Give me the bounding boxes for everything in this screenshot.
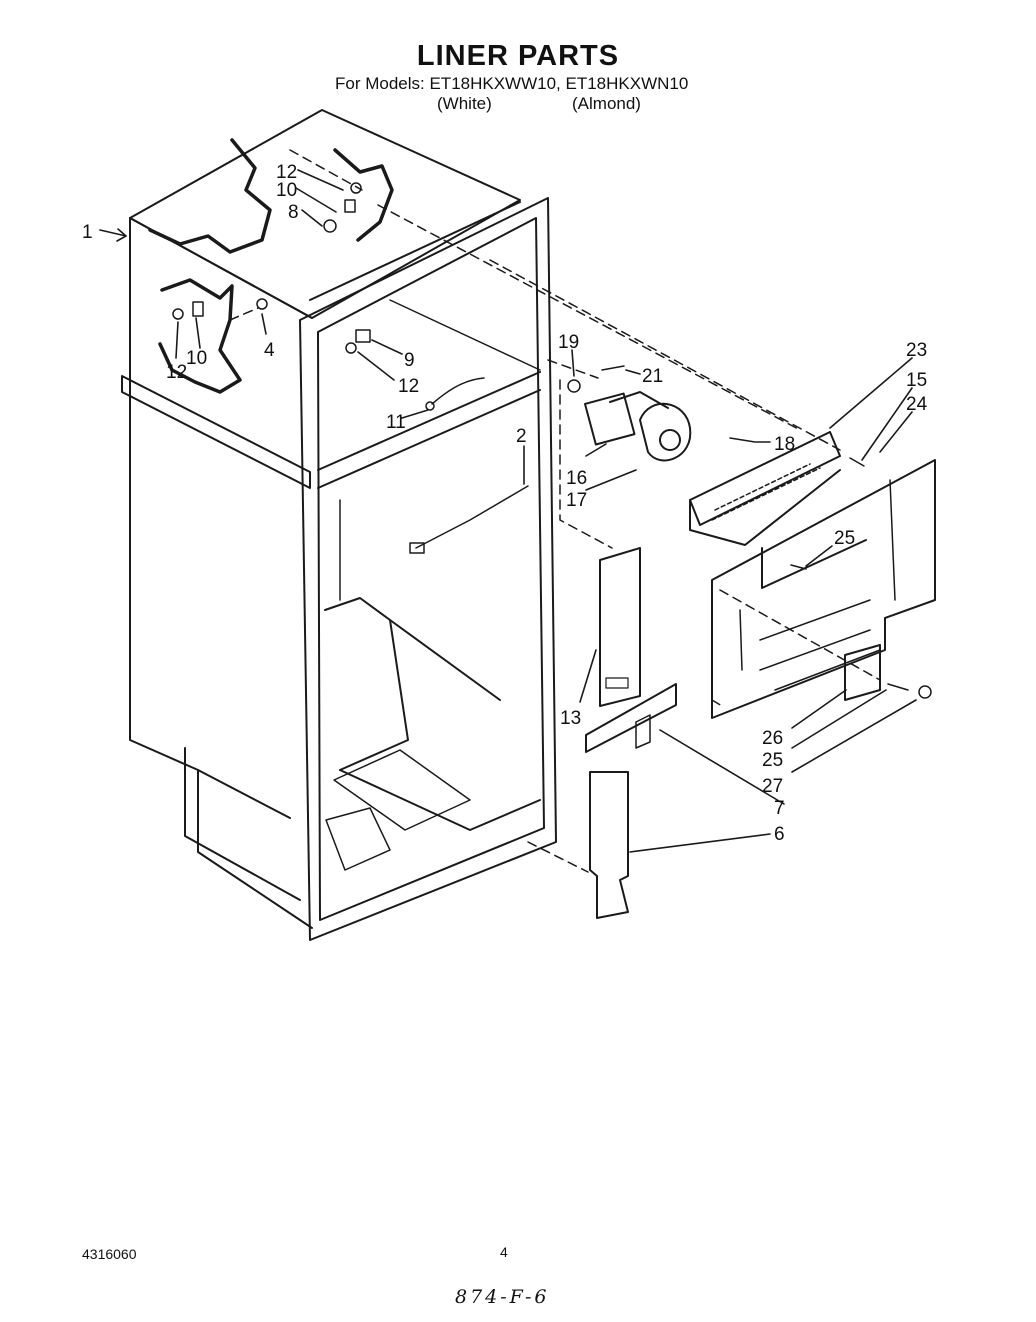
harness-2 — [415, 485, 529, 549]
screw-15 — [849, 457, 865, 467]
fan-motor-assembly — [583, 391, 692, 462]
clip-12-top — [350, 182, 362, 194]
panel-6 — [589, 771, 629, 919]
callout-2: 2 — [516, 426, 527, 447]
callout-25-lower: 25 — [762, 750, 783, 771]
liner-cabinet — [121, 109, 557, 941]
callout-12-left: 12 — [166, 362, 187, 383]
dashed-leaders — [229, 149, 881, 873]
callout-18: 18 — [774, 434, 795, 455]
cover-plate-26 — [844, 644, 881, 701]
duct-grille-23 — [689, 431, 841, 546]
callout-25-upper: 25 — [834, 528, 855, 549]
callout-15: 15 — [906, 370, 927, 391]
insulation-panels — [585, 547, 677, 919]
clip-10-top — [344, 199, 356, 213]
handwritten-note: 874-F-6 — [455, 1286, 550, 1308]
harness-11 — [431, 377, 485, 405]
fan-bracket-16 — [583, 392, 636, 446]
callout-1: 1 — [82, 222, 93, 243]
callout-8: 8 — [288, 202, 299, 223]
page-title: LINER PARTS — [416, 40, 620, 72]
evaporator-cover-24 — [711, 459, 936, 719]
callout-16: 16 — [566, 468, 587, 489]
callout-10-left: 10 — [186, 348, 207, 369]
page-number: 4 — [500, 1244, 508, 1260]
clip-9 — [355, 329, 371, 343]
models-line: For Models: ET18HKXWW10, ET18HKXWN10 — [335, 74, 689, 93]
callout-4: 4 — [264, 340, 275, 361]
callout-23: 23 — [906, 340, 927, 361]
callout-21: 21 — [642, 366, 663, 387]
grommet-19 — [567, 379, 581, 393]
panel-7 — [585, 683, 677, 753]
callout-27: 27 — [762, 776, 783, 797]
document-number: 4316060 — [82, 1246, 137, 1262]
leader-arrows — [99, 169, 917, 853]
callout-12-top: 12 — [276, 162, 297, 183]
callout-24: 24 — [906, 394, 928, 415]
cap-27 — [918, 685, 932, 699]
screw-25-lower — [887, 683, 909, 691]
callout-12-mid: 12 — [398, 376, 419, 397]
callout-labels: 1 12 10 8 12 10 4 9 12 11 2 19 21 16 17 … — [82, 162, 928, 845]
callout-11: 11 — [386, 412, 406, 433]
plug-4 — [256, 298, 268, 310]
callout-13: 13 — [560, 708, 581, 729]
callout-17: 17 — [566, 490, 587, 511]
variant-almond: (Almond) — [572, 94, 641, 113]
fasteners — [172, 182, 932, 699]
screw-21 — [601, 365, 625, 371]
variant-white: (White) — [437, 94, 492, 113]
fan-blade-17 — [639, 402, 692, 462]
callout-6: 6 — [774, 824, 785, 845]
panel-13 — [599, 547, 641, 707]
screw-18 — [729, 437, 756, 443]
callout-7: 7 — [774, 798, 785, 819]
clip-10-left — [192, 301, 204, 317]
clip-12-mid — [345, 342, 357, 354]
callout-9: 9 — [404, 350, 415, 371]
callout-10-top: 10 — [276, 180, 297, 201]
clip-12-left — [172, 308, 184, 320]
callout-19: 19 — [558, 332, 579, 353]
callout-26: 26 — [762, 728, 783, 749]
clip-8 — [323, 219, 337, 233]
